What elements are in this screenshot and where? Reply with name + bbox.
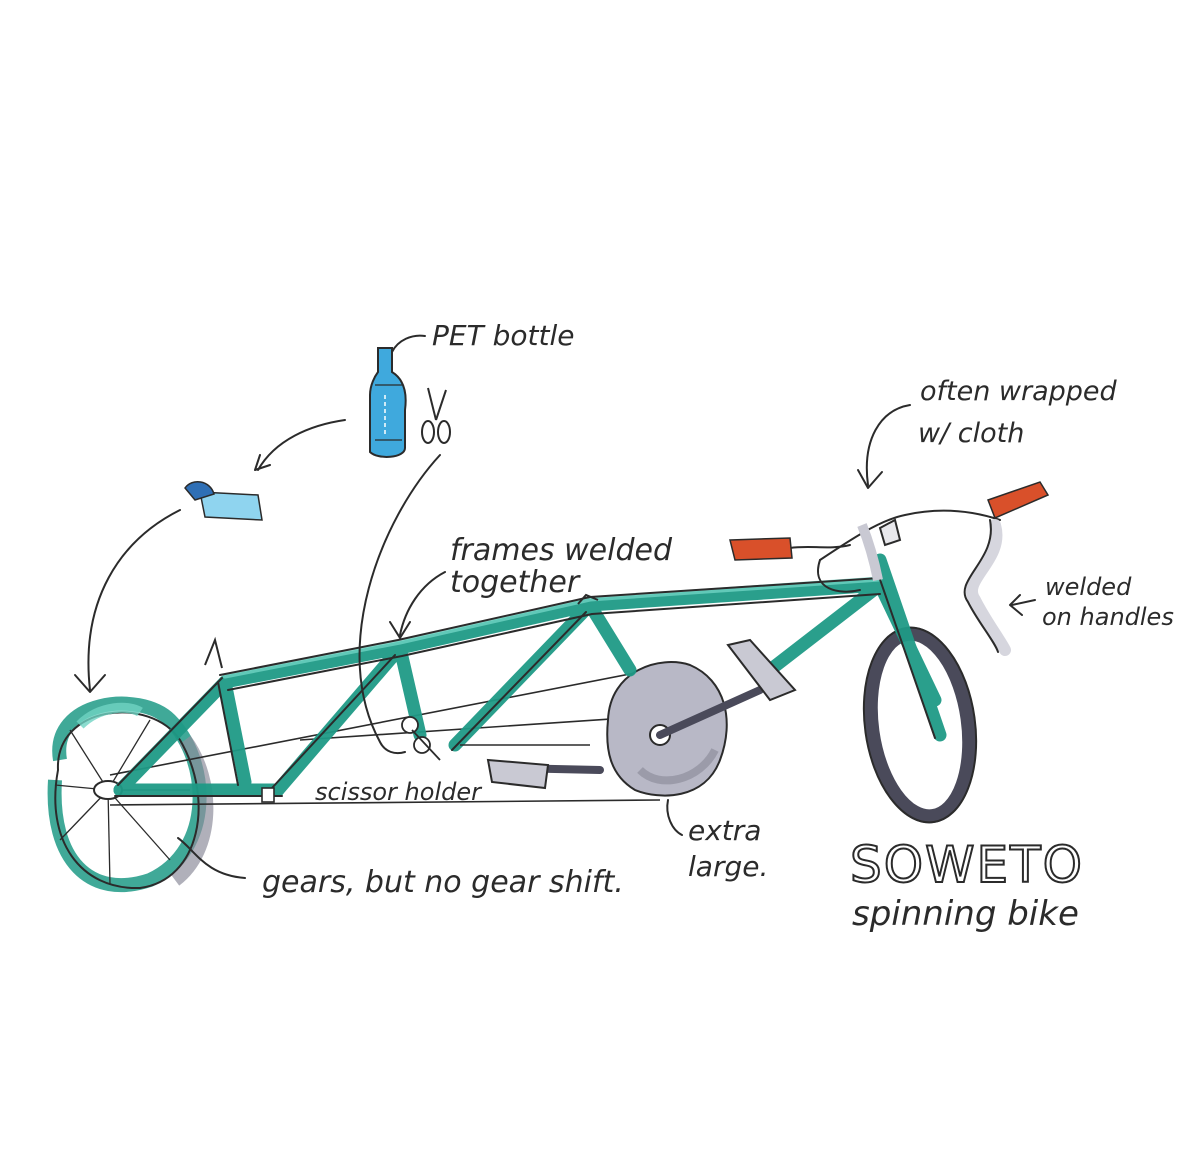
label-frames-welded-line1: frames welded [450, 533, 673, 568]
title-soweto: SOWETO [850, 836, 1084, 894]
label-extra-large-line2: large. [688, 850, 768, 883]
label-scissor-holder: scissor holder [315, 778, 483, 806]
cut-bottle-cap-icon [185, 482, 262, 520]
scissors-icon [422, 388, 450, 443]
label-often-wrapped-line1: often wrapped [920, 376, 1118, 407]
label-extra-large-line1: extra [688, 814, 761, 847]
label-welded-handles-line1: welded [1045, 573, 1132, 601]
front-wheel [852, 620, 988, 829]
label-frames-welded-line2: together [450, 565, 581, 600]
title-spinning-bike: spinning bike [852, 894, 1079, 934]
label-often-wrapped-line2: w/ cloth [918, 418, 1024, 449]
label-gears: gears, but no gear shift. [262, 865, 624, 900]
pet-bottle-icon [370, 348, 406, 457]
label-pet-bottle: PET bottle [432, 319, 574, 352]
label-welded-handles-line2: on handles [1042, 603, 1174, 631]
